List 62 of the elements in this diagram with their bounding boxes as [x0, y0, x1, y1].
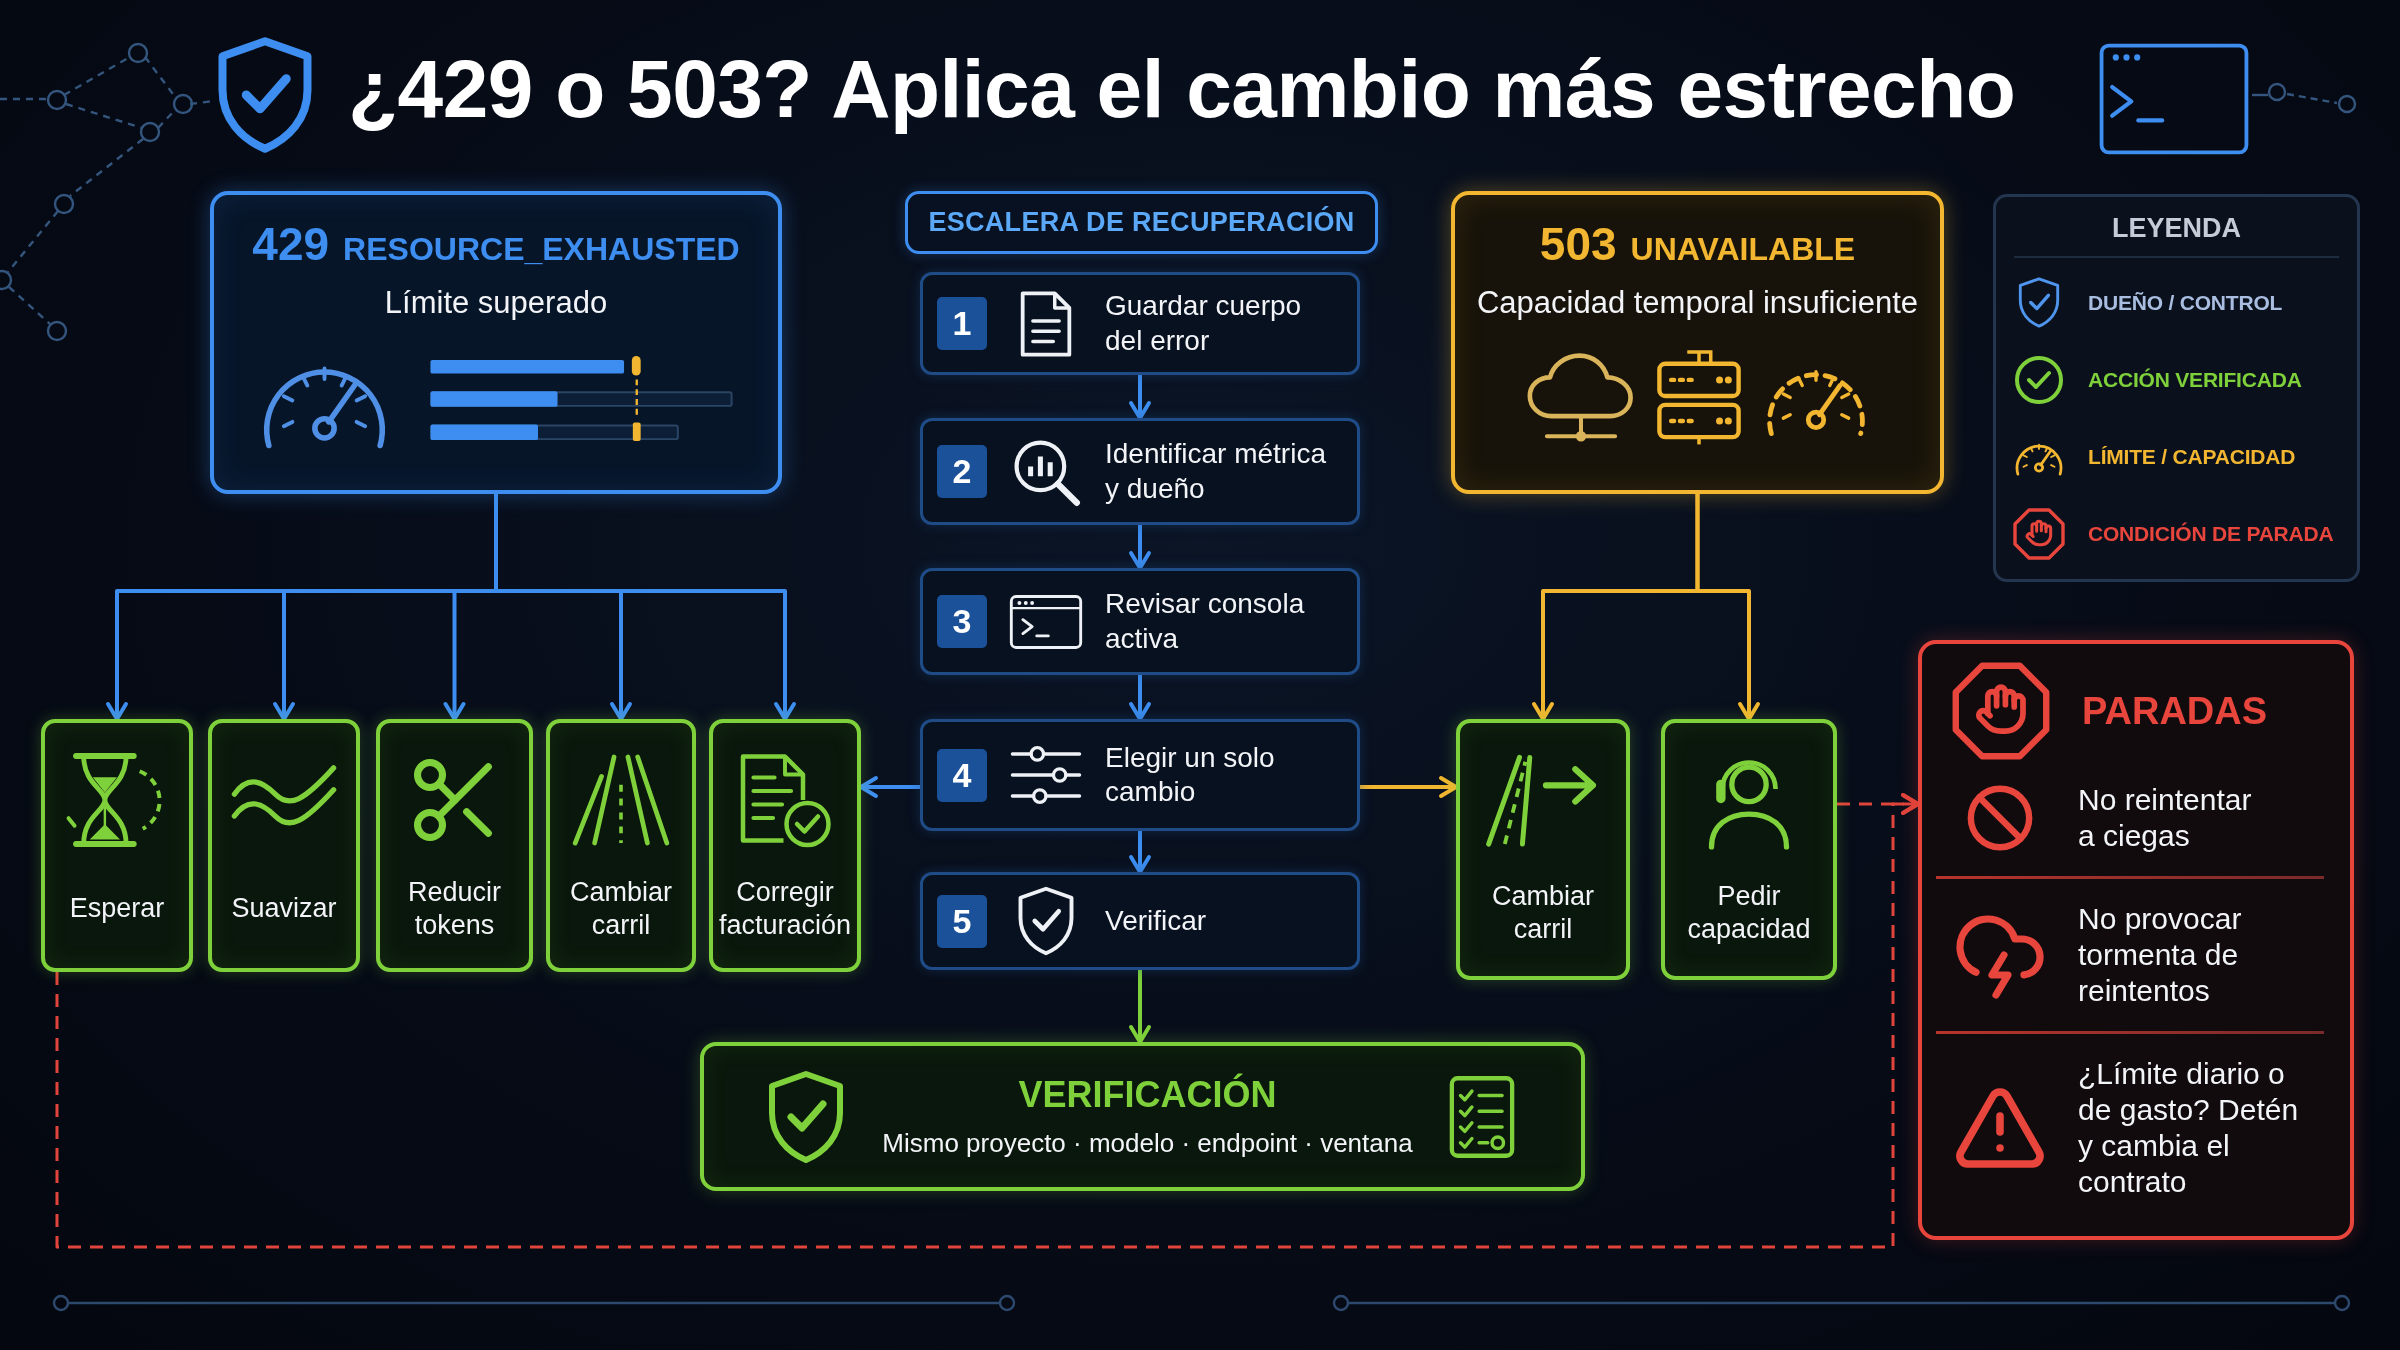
action-label: Pedir capacidad [1686, 880, 1812, 945]
step-label: Verificar [1105, 903, 1208, 938]
dashed-arrow [55, 793, 1920, 1249]
step-card [920, 272, 1360, 375]
status-name: UNAVAILABLE [1630, 232, 1856, 268]
status-code: 503 [1539, 219, 1617, 270]
step-number: 5 [937, 894, 987, 948]
action-card [709, 719, 861, 972]
action-card [208, 719, 360, 972]
stop-rule: ¿Límite diario o de gasto? Detén y cambia el contrato [2078, 1056, 2300, 1200]
step-card [920, 568, 1360, 675]
arrow [1129, 375, 1151, 420]
step-card [920, 872, 1360, 970]
status-card [1451, 191, 1944, 494]
status-name: RESOURCE_EXHAUSTED [343, 232, 740, 268]
status-description: Límite superado [384, 283, 608, 321]
step-card [920, 719, 1360, 831]
stops-panel [1918, 640, 2354, 1240]
step-number: 3 [937, 595, 987, 648]
step-label: Identificar métrica y dueño [1105, 437, 1327, 506]
section-heading: ESCALERA DE RECUPERACIÓN [905, 191, 1378, 254]
action-label: Cambiar carril [1491, 880, 1595, 945]
stop-rule: No reintentar a ciegas [2078, 782, 2253, 854]
legend-title: LEYENDA [2111, 212, 2242, 244]
verification-card [700, 1042, 1585, 1191]
step-card [920, 418, 1360, 525]
verification-detail: Mismo proyecto · modelo · endpoint · ventana [882, 1128, 1413, 1159]
verification-heading: VERIFICACIÓN [1018, 1074, 1277, 1116]
step-label: Guardar cuerpo del error [1105, 289, 1303, 358]
action-card [1661, 719, 1837, 980]
status-description: Capacidad temporal insuficiente [1476, 283, 1919, 321]
action-card [41, 719, 193, 972]
action-label: Suavizar [231, 892, 337, 925]
title: ¿429 o 503? Aplica el cambio más estrecho [348, 42, 2016, 136]
legend-label: CONDICIÓN DE PARADA [2088, 521, 2334, 546]
legend-label: LÍMITE / CAPACIDAD [2088, 444, 2296, 469]
status-card [210, 191, 782, 494]
action-card [1456, 719, 1630, 980]
stops-heading: PARADAS [2082, 689, 2268, 733]
step-number: 2 [937, 445, 987, 498]
step-number: 1 [937, 297, 987, 350]
arrow [1129, 831, 1151, 874]
legend-label: ACCIÓN VERIFICADA [2088, 367, 2302, 392]
legend-label: DUEÑO / CONTROL [2088, 290, 2283, 315]
arrow [1129, 525, 1151, 570]
action-label: Reducir tokens [406, 876, 502, 941]
action-card [546, 719, 696, 972]
arrow [1129, 675, 1151, 721]
action-label: Cambiar carril [569, 876, 673, 941]
step-label: Revisar consola activa [1105, 587, 1306, 656]
step-number: 4 [937, 748, 987, 802]
arrow [1695, 494, 1760, 721]
step-label: Elegir un solo cambio [1105, 740, 1276, 809]
arrow [859, 776, 920, 798]
arrow [1360, 776, 1458, 798]
action-label: Corregir facturación [717, 876, 853, 941]
status-code: 429 [252, 219, 330, 270]
stop-rule: No provocar tormenta de reintentos [2078, 901, 2243, 1009]
arrow [494, 494, 796, 721]
action-card [376, 719, 533, 972]
arrow [1129, 970, 1151, 1044]
action-label: Esperar [69, 892, 165, 925]
